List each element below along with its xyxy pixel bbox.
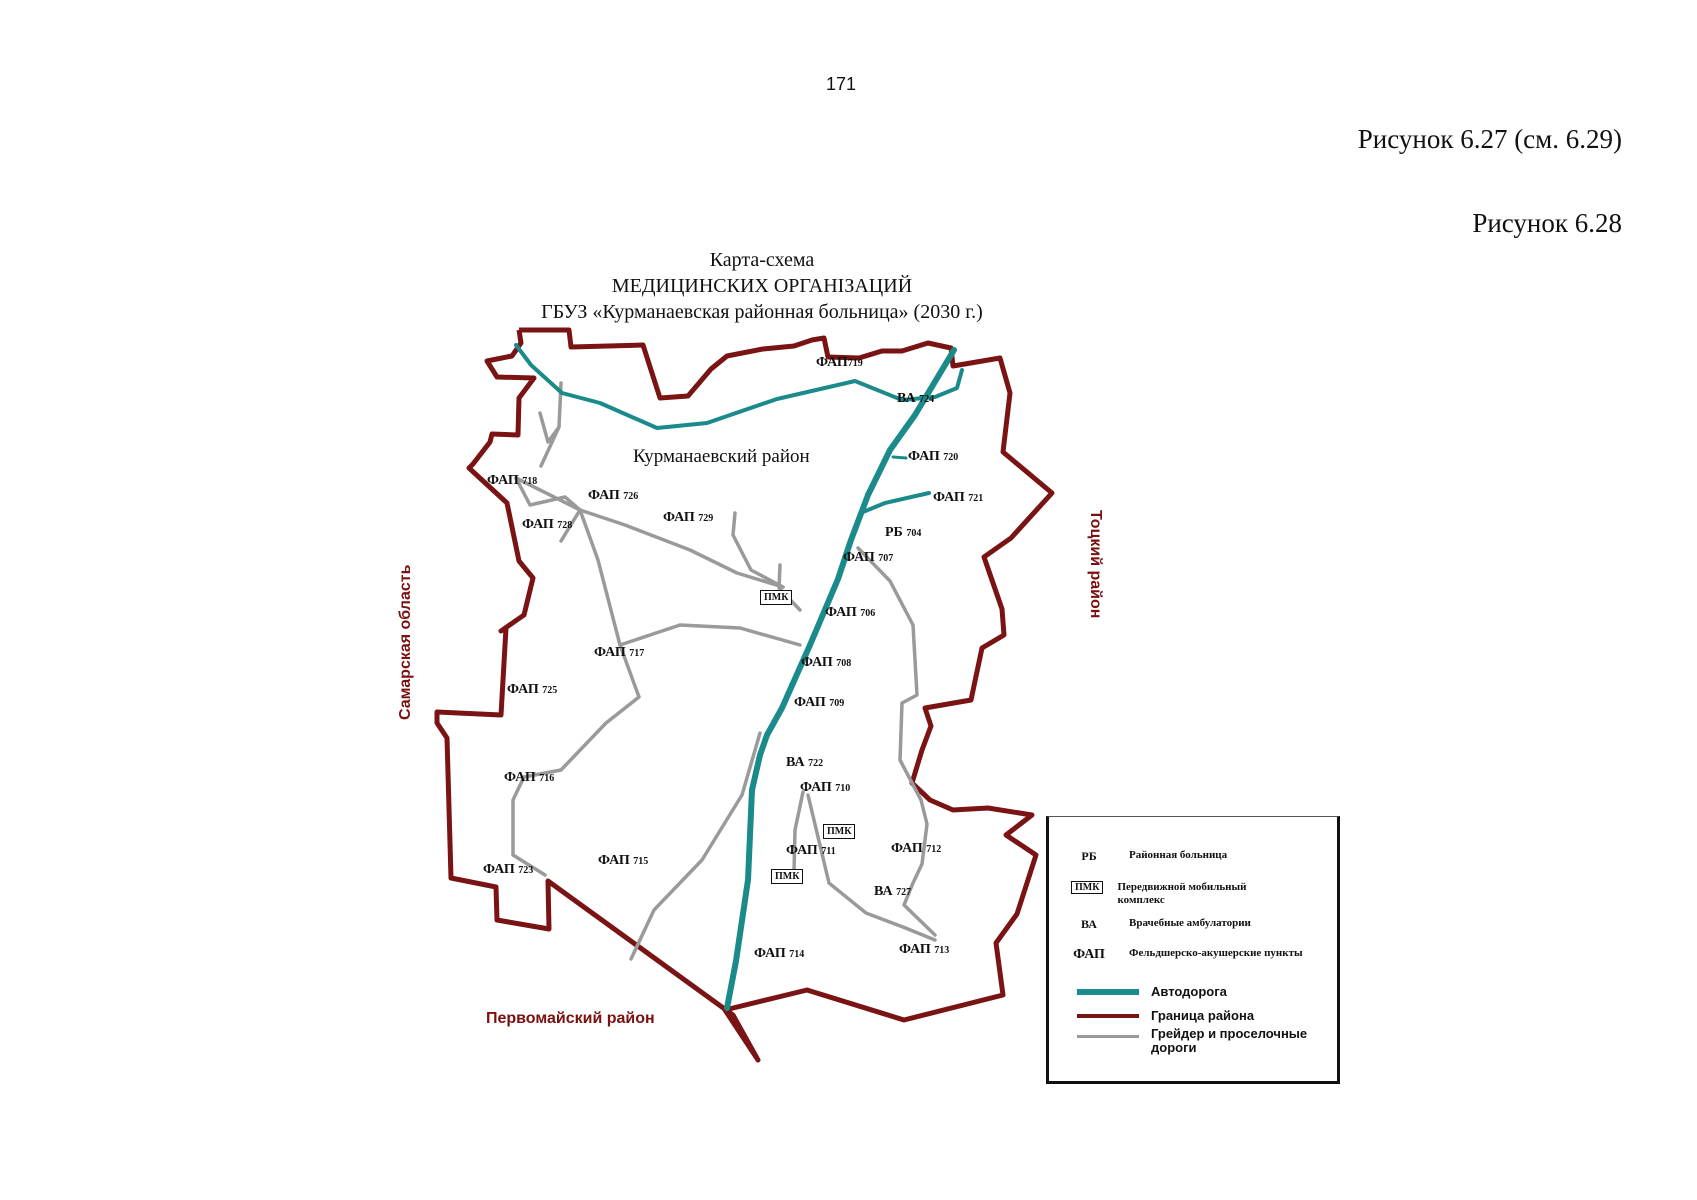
map-legend: РБ Районная больница ПМК Передвижной моб…	[1046, 816, 1340, 1084]
facility-label: ФАП 708	[801, 655, 851, 670]
facility-label: ФАП 716	[504, 770, 554, 785]
map-title-line2: МЕДИЦИНСКИХ ОРГАНІЗАЦИЙ	[612, 274, 912, 297]
facility-label: ВА 724	[897, 391, 934, 406]
facility-label: ВА 722	[786, 755, 823, 770]
facility-label: ФАП 712	[891, 841, 941, 856]
legend-grader-swatch	[1077, 1035, 1139, 1038]
district-border	[434, 327, 1055, 1063]
map-title-line3: ГБУЗ «Курманаевская районная больница» (…	[541, 301, 983, 323]
facility-label: ФАП 710	[800, 780, 850, 795]
facility-labels: ФАП719 ВА 724 ФАП 720 ФАП 721 РБ 704 ФАП…	[483, 355, 983, 961]
facility-label: ФАП 707	[843, 550, 893, 565]
neighbor-west: Самарская область	[397, 564, 414, 720]
facility-label: ФАП 714	[754, 946, 804, 961]
facility-label: ФАП 720	[908, 449, 958, 464]
legend-key-pmk: ПМК	[1071, 881, 1104, 894]
figure-caption-2: Рисунок 6.28	[1472, 208, 1622, 238]
legend-key-fap: ФАП	[1073, 947, 1105, 962]
figure-caption-1: Рисунок 6.27 (см. 6.29)	[1357, 124, 1622, 154]
legend-text-rb: Районная больница	[1129, 849, 1228, 861]
legend-row-fap: ФАП Фельдшерско-акушерские пункты	[1049, 947, 1337, 963]
facility-label: РБ 704	[885, 525, 921, 540]
legend-key-rb: РБ	[1081, 849, 1097, 863]
legend-row-road: Автодорога	[1049, 985, 1337, 999]
facility-label: ФАП 717	[594, 645, 644, 660]
facility-label: ВА 727	[874, 884, 911, 899]
facility-label: ФАП 706	[825, 605, 875, 620]
neighbor-east: Тоцкий район	[1087, 510, 1104, 618]
facility-label: ФАП 728	[522, 517, 572, 532]
facility-label: ФАП 723	[483, 862, 533, 877]
facility-label: ФАП719	[816, 355, 863, 370]
legend-text-fap: Фельдшерско-акушерские пункты	[1129, 947, 1303, 959]
facility-label: ФАП 711	[786, 843, 836, 858]
facility-label: ФАП 718	[487, 473, 537, 488]
facility-label: ФАП 729	[663, 510, 713, 525]
facility-label: ФАП 715	[598, 853, 648, 868]
pmk-marker-1: ПМК	[760, 590, 793, 605]
legend-row-va: ВА Врачебные амбулатории	[1049, 917, 1337, 932]
region-name: Курманаевский район	[633, 446, 810, 467]
grader-roads	[511, 381, 937, 961]
legend-text-grader: Грейдер и проселочные дороги	[1151, 1026, 1308, 1055]
legend-row-border: Граница района	[1049, 1009, 1337, 1023]
legend-border-swatch	[1077, 1014, 1139, 1018]
facility-label: ФАП 713	[899, 942, 949, 957]
facility-label: ФАП 725	[507, 682, 557, 697]
legend-key-va: ВА	[1081, 917, 1097, 931]
facility-label: ФАП 726	[588, 488, 638, 503]
legend-text-pmk: Передвижной мобильный комплекс	[1117, 881, 1247, 906]
legend-text-road: Автодорога	[1151, 984, 1227, 999]
legend-text-va: Врачебные амбулатории	[1129, 917, 1251, 929]
legend-row-pmk: ПМК Передвижной мобильный комплекс	[1049, 881, 1337, 907]
highways	[514, 343, 964, 1011]
pmk-marker-3: ПМК	[771, 869, 804, 884]
legend-text-border: Граница района	[1151, 1008, 1255, 1023]
page-number: 171	[826, 74, 857, 94]
legend-road-swatch	[1077, 989, 1139, 995]
legend-row-grader: Грейдер и проселочные дороги	[1049, 1027, 1337, 1055]
legend-row-rb: РБ Районная больница	[1049, 849, 1337, 864]
map-title-line1: Карта-схема	[710, 249, 815, 271]
neighbor-south: Первомайский район	[486, 1010, 655, 1027]
facility-label: ФАП 709	[794, 695, 844, 710]
facility-label: ФАП 721	[933, 490, 983, 505]
pmk-marker-2: ПМК	[823, 824, 856, 839]
